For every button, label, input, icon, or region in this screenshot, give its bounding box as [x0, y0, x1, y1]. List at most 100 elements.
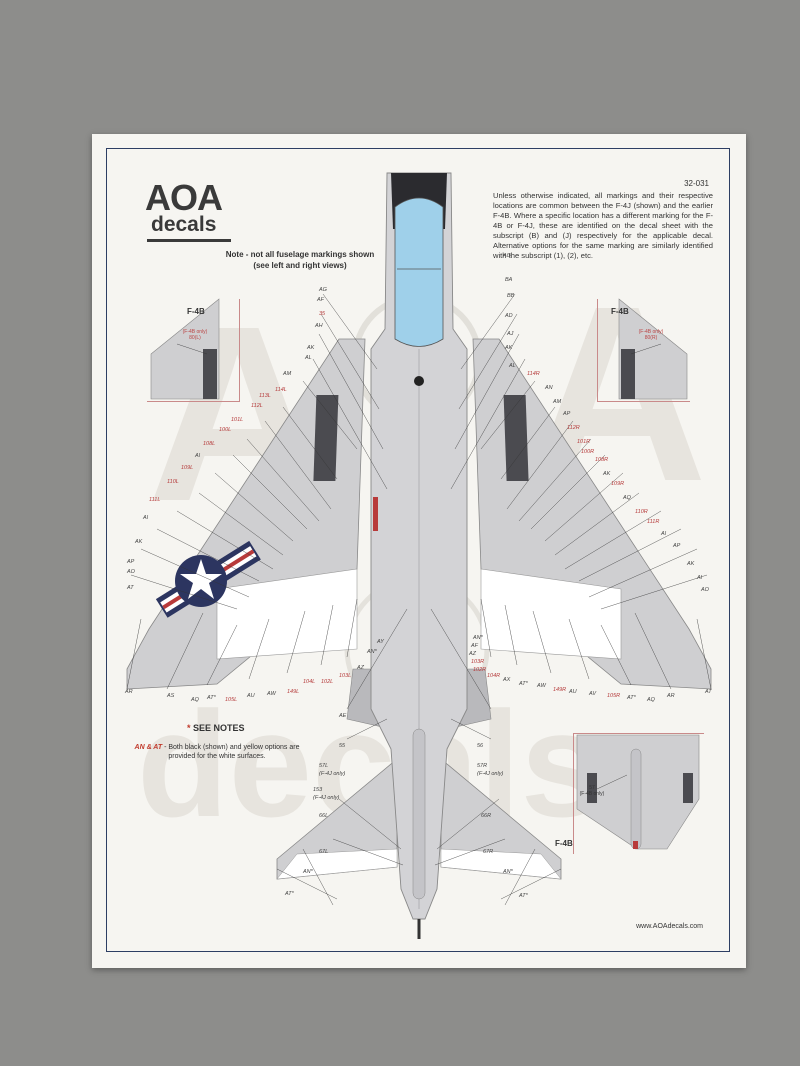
callout-right_wing-11: 112R	[567, 425, 580, 431]
callout-right_wing-2: BB	[507, 293, 515, 299]
callout-left_wing-4: AK	[307, 345, 315, 351]
callout-right_wing-12: 101R	[577, 439, 591, 445]
see-notes-heading: * SEE NOTES	[187, 723, 245, 733]
callout-right_wing-8: AN	[545, 385, 553, 391]
callout-left_wing-1: AF	[317, 297, 325, 303]
callout-right_wing-28: AT*	[627, 695, 636, 701]
inset-bottom-title: F-4B	[555, 839, 573, 848]
website-url: www.AOAdecals.com	[636, 923, 703, 930]
callout-fuselage-3: 57L	[319, 763, 329, 769]
callout-left_wing-24: AQ	[191, 697, 199, 703]
callout-fuselage-13: AN*	[303, 869, 313, 875]
inset-bottom-drawing	[576, 734, 700, 850]
options-text: - Both black (shown) and yellow options …	[162, 744, 300, 761]
callout-fuselage-4: (F-4J only)	[319, 771, 346, 777]
callout-left_wing-29: 149L	[287, 689, 300, 695]
see-notes-text: SEE NOTES	[193, 723, 245, 733]
callout-left_wing-5: AL	[305, 355, 312, 361]
inset-right-title: F-4B	[611, 307, 629, 316]
callout-left_wing-3: AH	[315, 323, 323, 329]
canopy	[394, 197, 444, 347]
callout-fuselage-0: AE	[339, 713, 347, 719]
callout-fuselage-9: 66L	[319, 813, 329, 819]
callout-left_wing-7: 114L	[275, 387, 287, 393]
callout-right_wing-38: 103R	[471, 659, 485, 665]
callout-left_wing-35: AY	[377, 639, 384, 645]
callout-left_wing-14: 109L	[181, 465, 194, 471]
aircraft-plan-view	[126, 172, 712, 939]
callout-right_wing-7: 114R	[527, 371, 540, 377]
callout-right_wing-39: AZ	[469, 651, 477, 657]
callout-right_wing-40: AF	[471, 643, 479, 649]
callout-right_wing-19: 111R	[647, 519, 660, 525]
callout-fuselage-14: AN*	[503, 869, 513, 875]
inset-left-sub: (F-4B only) 80(L)	[182, 329, 208, 341]
callout-fuselage-10: 66R	[481, 813, 492, 819]
callout-right_wing-20: AI	[661, 531, 667, 537]
callout-left_wing-19: AP	[127, 559, 135, 565]
inset-left	[147, 299, 240, 402]
callout-right_wing-29: 105R	[607, 693, 621, 699]
callout-right_wing-14: 108R	[595, 457, 609, 463]
callout-left_wing-6: AM	[283, 371, 292, 377]
callout-right_wing-32: 149R	[553, 687, 567, 693]
decal-instruction-sheet: A A decals	[92, 134, 746, 968]
callout-right_wing-9: AM	[553, 399, 562, 405]
inset-left-title: F-4B	[187, 307, 205, 316]
callout-right_wing-30: AV	[589, 691, 597, 697]
inset-right-drawing	[618, 298, 688, 400]
callout-left_wing-23: AS	[167, 693, 175, 699]
callout-right_wing-6: AL	[509, 363, 516, 369]
callout-right_wing-23: AI	[697, 575, 703, 581]
callout-left_wing-34: AN*	[367, 649, 377, 655]
options-note: AN & AT - Both black (shown) and yellow …	[127, 743, 307, 762]
callout-left_wing-9: 112L	[251, 403, 263, 409]
callout-left_wing-15: 110L	[167, 479, 179, 485]
callout-right_wing-34: AT*	[519, 681, 528, 687]
callout-right_wing-1: BA	[505, 277, 513, 283]
callout-left_wing-2: 35	[319, 311, 326, 317]
callout-right_wing-27: AQ	[647, 697, 655, 703]
callout-left_wing-0: AG	[319, 287, 327, 293]
sheet-code: 32-031	[684, 179, 709, 188]
callout-left_wing-22: AR	[125, 689, 133, 695]
callout-right_wing-22: AK	[687, 561, 695, 567]
callout-left_wing-30: 104L	[303, 679, 316, 685]
callout-right_wing-36: 104R	[487, 673, 501, 679]
inset-left-drawing	[150, 298, 220, 400]
brand-subtitle: decals	[151, 213, 217, 236]
callout-left_wing-33: AZ	[357, 665, 365, 671]
callout-right_wing-37: 102R	[473, 667, 487, 673]
callout-left_wing-11: 100L	[219, 427, 232, 433]
note-line-2: (see left and right views)	[253, 261, 347, 271]
inset-bottom	[573, 733, 704, 854]
callout-left_wing-18: AK	[135, 539, 143, 545]
callout-left_wing-21: AT	[127, 585, 134, 591]
callout-fuselage-5: 57R	[477, 763, 488, 769]
callout-right_wing-21: AP	[673, 543, 681, 549]
inset-bottom-sub: 57 (F-4B only)	[579, 785, 605, 797]
callout-fuselage-2: 56	[477, 743, 484, 749]
callout-fuselage-7: 153	[313, 787, 323, 793]
callout-left_wing-13: AI	[195, 453, 201, 459]
callout-right_wing-35: AX	[503, 677, 511, 683]
callout-fuselage-6: (F-4J only)	[477, 771, 504, 777]
intro-text: Unless otherwise indicated, all markings…	[493, 191, 713, 261]
callout-right_wing-10: AP	[563, 411, 571, 417]
star-icon: *	[187, 723, 191, 733]
callout-right_wing-0: AG	[503, 253, 511, 259]
callout-right_wing-17: AQ	[623, 495, 631, 501]
callout-fuselage-1: 55	[339, 743, 346, 749]
fuselage-note: Note - not all fuselage markings shown (…	[225, 249, 375, 271]
callout-fuselage-15: AT*	[285, 891, 294, 897]
callout-left_wing-26: 105L	[225, 697, 238, 703]
callout-right_wing-3: AD	[505, 313, 513, 319]
national-insignia	[155, 540, 261, 618]
inset-right-sub: (F-4B only) 80(R)	[638, 329, 664, 341]
callout-right_wing-18: 110R	[635, 509, 648, 515]
callout-left_wing-20: AO	[127, 569, 135, 575]
callout-right_wing-16: 109R	[611, 481, 625, 487]
callout-fuselage-11: 67L	[319, 849, 329, 855]
note-line-1: Note - not all fuselage markings shown	[225, 250, 375, 259]
callout-left_wing-31: 102L	[321, 679, 334, 685]
